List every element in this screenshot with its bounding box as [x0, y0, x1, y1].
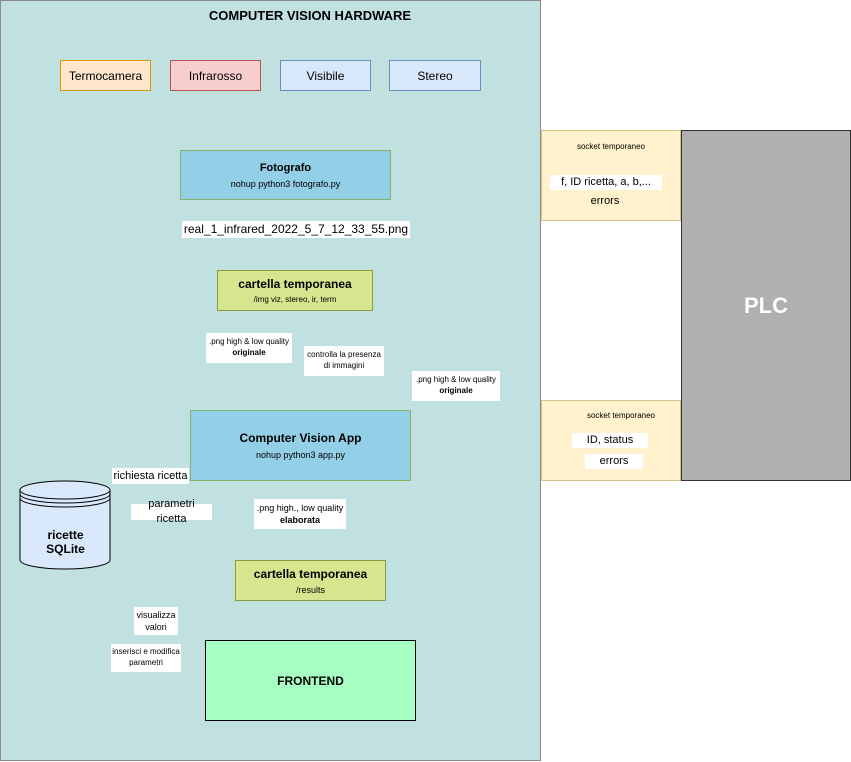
socket-top-header: socket temporaneo	[576, 141, 646, 151]
edge-label-recipe-params: parametri ricetta	[131, 498, 212, 525]
edge-label-to-results: .png high & low quality originale	[412, 371, 500, 401]
cv-app-command: nohup python3 app.py	[255, 450, 346, 460]
edge-label-check-line2: di immagini	[323, 361, 365, 370]
fotografo-title: Fotografo	[259, 161, 312, 174]
fotografo-node[interactable]: Fotografo nohup python3 fotografo.py	[180, 150, 391, 200]
edge-label-to-results-line1: .png high & low quality	[415, 375, 497, 385]
edge-label-recipe-request: richiesta ricetta	[112, 468, 189, 484]
temp-folder-input-path: /img viz, stereo, ir, term	[253, 295, 337, 304]
computer-vision-app-node[interactable]: Computer Vision App nohup python3 app.py	[190, 410, 411, 481]
filename-label: real_1_infrared_2022_5_7_12_33_55.png	[182, 221, 410, 238]
camera-infrarosso[interactable]: Infrarosso	[170, 60, 261, 91]
edge-label-to-results-line2: originale	[439, 386, 473, 395]
edge-label-edit-params: inserisci e modifica parametri	[111, 644, 181, 672]
temp-folder-input-node[interactable]: cartella temporanea /img viz, stereo, ir…	[217, 270, 373, 311]
database-label: ricette SQLite	[20, 522, 111, 562]
database-label-line2: SQLite	[46, 542, 85, 556]
temp-folder-results-path: /results	[295, 584, 325, 595]
edge-label-edit-params-line1: inserisci e modifica	[112, 647, 180, 657]
socket-bottom-errors: errors	[585, 454, 643, 469]
socket-top-errors: errors	[590, 194, 620, 207]
camera-stereo[interactable]: Stereo	[389, 60, 481, 91]
temp-folder-results-node[interactable]: cartella temporanea /results	[235, 560, 386, 601]
socket-bottom-signals: ID, status	[572, 433, 648, 448]
edge-label-view-values: visualizza valori	[134, 607, 178, 635]
edge-label-check-line1: controlla la presenza	[307, 350, 381, 360]
camera-termocamera[interactable]: Termocamera	[60, 60, 151, 91]
frontend-node[interactable]: FRONTEND	[205, 640, 416, 721]
cv-app-title: Computer Vision App	[239, 431, 362, 445]
database-cylinder-icon[interactable]	[19, 480, 112, 571]
edge-label-to-app: .png high & low quality originale	[206, 333, 292, 363]
diagram-title: COMPUTER VISION HARDWARE	[208, 7, 412, 23]
edge-label-edit-params-line2: parametri	[129, 658, 163, 667]
edge-label-to-app-line1: .png high & low quality	[208, 337, 290, 347]
edge-label-processed: .png high., low quality elaborata	[254, 499, 346, 529]
camera-visibile[interactable]: Visibile	[280, 60, 371, 91]
socket-bottom-header: socket temporaneo	[586, 410, 656, 420]
edge-label-view-values-line1: visualizza	[136, 609, 176, 620]
fotografo-command: nohup python3 fotografo.py	[230, 178, 341, 189]
temp-folder-input-title: cartella temporanea	[238, 277, 352, 291]
edge-label-to-app-line2: originale	[232, 348, 266, 357]
database-label-line1: ricette	[47, 528, 84, 542]
edge-label-processed-line2: elaborata	[279, 515, 321, 525]
edge-label-processed-line1: .png high., low quality	[256, 502, 344, 513]
plc-node[interactable]: PLC	[681, 130, 851, 481]
edge-label-check: controlla la presenza di immagini	[304, 346, 384, 376]
edge-label-view-values-line2: valori	[145, 622, 167, 632]
temp-folder-results-title: cartella temporanea	[253, 566, 368, 581]
socket-top-signals: f, ID ricetta, a, b,...	[550, 175, 662, 190]
